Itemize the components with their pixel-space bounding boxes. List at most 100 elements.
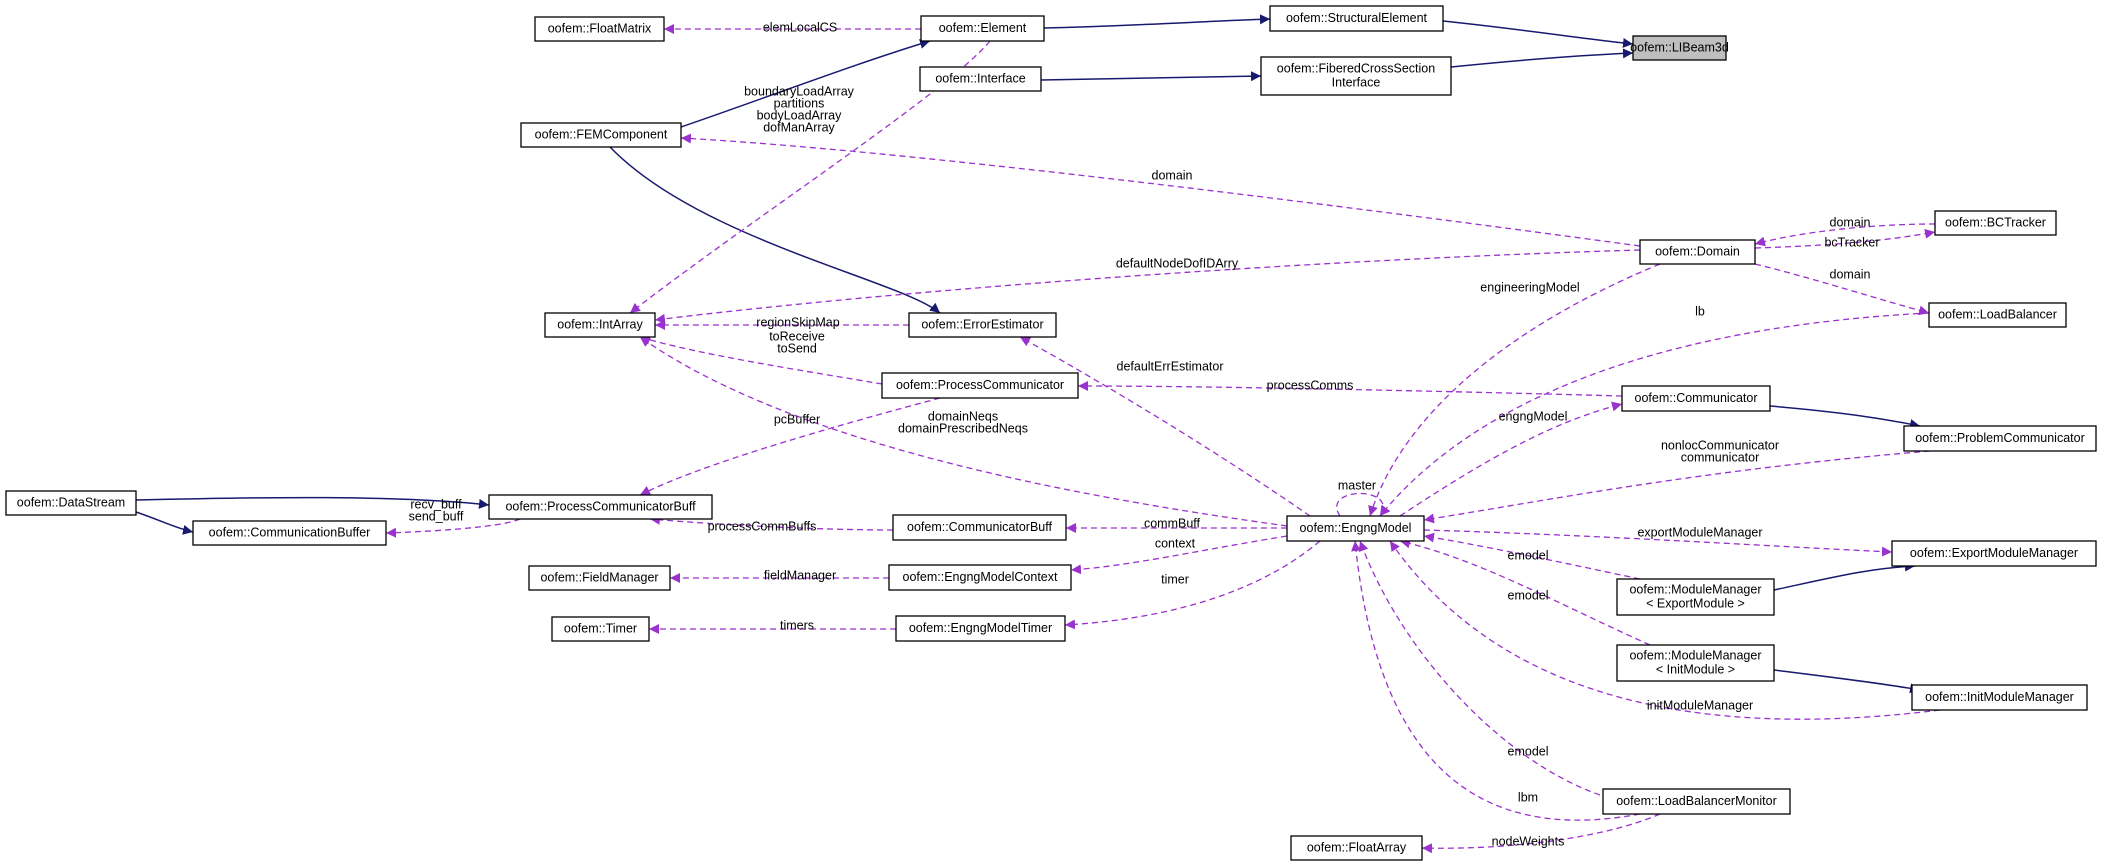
class-node-label: oofem::InitModuleManager xyxy=(1925,690,2074,704)
usage-edge-engng-mminit xyxy=(1399,538,1651,646)
class-node-box xyxy=(1934,210,2057,236)
class-node-commbuffer[interactable]: oofem::CommunicationBuffer xyxy=(192,520,387,546)
edge-labels-layer: elemLocalCSboundaryLoadArraypartitionsbo… xyxy=(409,20,1880,848)
class-node-femcomp[interactable]: oofem::FEMComponent xyxy=(520,122,682,148)
edge-label-engng-domain: engineeringModel xyxy=(1480,280,1579,294)
edge-label-proccomm-communicator: processComms xyxy=(1267,378,1354,392)
class-node-box xyxy=(1290,835,1423,861)
class-node-initmm[interactable]: oofem::InitModuleManager xyxy=(1911,684,2088,711)
inheritance-edge-interface-fibered xyxy=(1040,71,1262,82)
class-node-bctracker[interactable]: oofem::BCTracker xyxy=(1934,210,2057,236)
class-node-box xyxy=(1911,684,2088,711)
edge-label-floatarray-lbmonitor: nodeWeights xyxy=(1492,834,1565,848)
usage-edge-domain-loadbalancer xyxy=(1754,263,1930,316)
class-node-box xyxy=(534,16,665,42)
class-node-label: oofem::ErrorEstimator xyxy=(921,317,1043,331)
usage-edge-domain-femcomp xyxy=(680,133,1641,247)
class-node-label: oofem::Communicator xyxy=(1635,391,1758,405)
edge-label-pcbuff-commbuff: processCommBuffs xyxy=(708,519,817,533)
class-node-probcomm[interactable]: oofem::ProblemCommunicator xyxy=(1903,425,2097,452)
class-node-box xyxy=(551,616,650,642)
class-node-fieldmanager[interactable]: oofem::FieldManager xyxy=(528,565,671,591)
usage-edge-intarray-domain xyxy=(654,249,1641,324)
class-node-domain[interactable]: oofem::Domain xyxy=(1639,239,1756,265)
class-node-lbmonitor[interactable]: oofem::LoadBalancerMonitor xyxy=(1602,788,1791,815)
class-node-label: oofem::CommunicatorBuff xyxy=(907,520,1052,534)
class-node-proccomm[interactable]: oofem::ProcessCommunicator xyxy=(881,372,1079,399)
inheritance-edge-communicator-probcomm xyxy=(1769,405,1921,429)
class-node-floatarray[interactable]: oofem::FloatArray xyxy=(1290,835,1423,861)
class-node-label: oofem::EngngModelContext xyxy=(903,570,1058,584)
class-node-label: < InitModule > xyxy=(1656,662,1735,676)
class-node-errest[interactable]: oofem::ErrorEstimator xyxy=(908,312,1057,338)
class-node-label: oofem::ExportModuleManager xyxy=(1910,546,2078,560)
class-node-label: oofem::ModuleManager xyxy=(1629,582,1761,596)
inheritance-edge-femcomp-errest xyxy=(609,146,941,314)
edges-layer xyxy=(135,14,1941,854)
usage-edge-engng-domain xyxy=(1368,263,1661,517)
usage-edge-pcbuff-commbuff xyxy=(649,514,894,531)
class-node-intarray[interactable]: oofem::IntArray xyxy=(544,312,656,338)
edge-label-engng-engng: master xyxy=(1338,478,1376,492)
usage-edge-intarray-engng xyxy=(639,336,1288,527)
class-node-engng[interactable]: oofem::EngngModel xyxy=(1286,515,1425,542)
class-node-floatmatrix[interactable]: oofem::FloatMatrix xyxy=(534,16,665,42)
class-node-label: oofem::ProcessCommunicatorBuff xyxy=(505,499,696,513)
class-node-box xyxy=(892,514,1067,541)
class-node-datastream[interactable]: oofem::DataStream xyxy=(5,490,137,516)
class-node-context[interactable]: oofem::EngngModelContext xyxy=(888,564,1072,591)
class-node-box xyxy=(1602,788,1791,815)
edge-label-probcomm-engng: nonlocCommunicator xyxy=(1661,438,1779,452)
edge-label-intarray-element: boundaryLoadArray xyxy=(744,84,855,98)
inheritance-edge-structural-libeam xyxy=(1442,20,1634,48)
usage-edge-exportmm-engng xyxy=(1423,529,1893,557)
usage-edge-engng-communicator xyxy=(1399,401,1623,517)
class-node-label: oofem::LIBeam3d xyxy=(1630,40,1729,54)
class-node-structural[interactable]: oofem::StructuralElement xyxy=(1269,5,1444,32)
class-node-label: oofem::IntArray xyxy=(557,317,643,331)
inheritance-edge-datastream-commbuffer xyxy=(135,511,194,535)
class-node-box xyxy=(895,615,1066,642)
class-node-libeam[interactable]: oofem::LIBeam3d xyxy=(1630,35,1729,61)
class-node-box xyxy=(1891,540,2097,567)
class-node-label: oofem::FEMComponent xyxy=(535,127,668,141)
edge-label-context-engng: context xyxy=(1155,536,1196,550)
class-node-engtimer[interactable]: oofem::EngngModelTimer xyxy=(895,615,1066,642)
edge-label-probcomm-engng: communicator xyxy=(1681,450,1760,464)
class-node-box xyxy=(488,494,713,520)
usage-edge-engng-lbmonitor xyxy=(1358,540,1601,796)
class-node-communicator[interactable]: oofem::Communicator xyxy=(1621,385,1771,412)
usage-edge-bctracker-domain xyxy=(1754,223,1936,247)
class-node-label: oofem::ProcessCommunicator xyxy=(896,378,1064,392)
class-node-element[interactable]: oofem::Element xyxy=(920,15,1045,42)
class-node-loadbalancer[interactable]: oofem::LoadBalancer xyxy=(1928,302,2067,328)
usage-edge-context-engng xyxy=(1070,535,1288,575)
class-node-box xyxy=(1269,5,1444,32)
edge-label-intarray-element: dofManArray xyxy=(763,120,835,134)
edge-label-bctracker-domain: bcTracker xyxy=(1824,235,1879,249)
inheritance-edge-fibered-libeam xyxy=(1450,48,1634,68)
edge-label-commbuff-engng: commBuff xyxy=(1144,516,1201,530)
class-node-box xyxy=(888,564,1072,591)
class-node-interface[interactable]: oofem::Interface xyxy=(919,66,1042,92)
class-node-exportmm[interactable]: oofem::ExportModuleManager xyxy=(1891,540,2097,567)
inheritance-edge-datastream-pcbuff xyxy=(135,496,490,509)
usage-edge-loadbalancer-engng xyxy=(1379,312,1930,517)
class-node-label: Interface xyxy=(1332,75,1381,89)
class-node-box xyxy=(520,122,682,148)
usage-edge-engng-engng xyxy=(1336,492,1390,517)
inheritance-edge-mminit-initmm xyxy=(1773,669,1921,694)
class-node-box xyxy=(1639,239,1756,265)
inheritance-edge-element-structural xyxy=(1043,14,1271,29)
class-node-pcbuff[interactable]: oofem::ProcessCommunicatorBuff xyxy=(488,494,713,520)
usage-edge-initmm-engng xyxy=(1389,540,1941,720)
class-node-timer[interactable]: oofem::Timer xyxy=(551,616,650,642)
class-node-label: oofem::EngngModelTimer xyxy=(909,621,1052,635)
class-node-label: oofem::Element xyxy=(939,21,1027,35)
class-node-label: oofem::ProblemCommunicator xyxy=(1915,431,2085,445)
class-node-mminit[interactable]: oofem::ModuleManager< InitModule > xyxy=(1616,644,1775,682)
usage-edge-proccomm-communicator xyxy=(1077,381,1623,397)
class-node-commbuff[interactable]: oofem::CommunicatorBuff xyxy=(892,514,1067,541)
class-node-mmexport[interactable]: oofem::ModuleManager< ExportModule > xyxy=(1616,578,1775,616)
